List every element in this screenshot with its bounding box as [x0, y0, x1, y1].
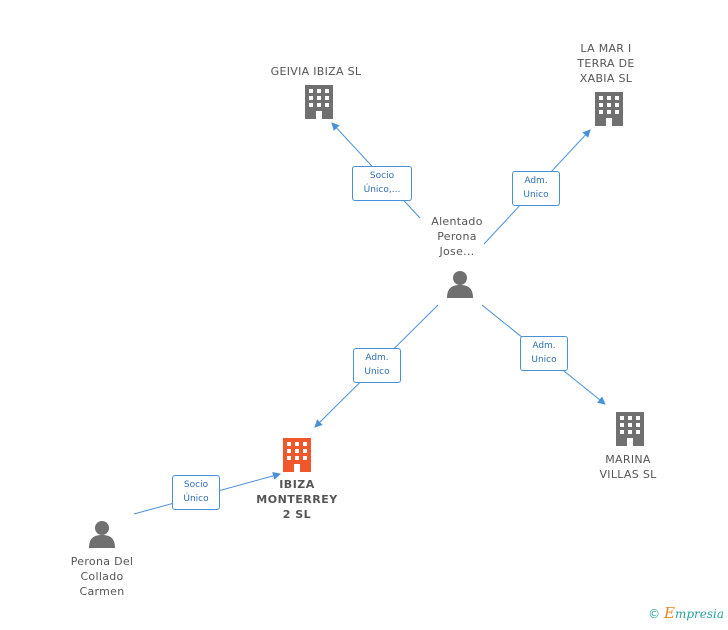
node-label-line: Collado	[80, 570, 124, 583]
node-label-alentado[interactable]: Alentado Perona Jose...	[417, 214, 497, 259]
node-label-line: IBIZA	[279, 478, 315, 491]
node-label-line: Perona Del	[70, 555, 134, 568]
edge-label-line: Adm.	[365, 353, 389, 363]
copyright-symbol: ©	[648, 607, 661, 621]
edge-label-adm-unico-marina[interactable]: Adm. Unico	[520, 336, 568, 371]
alentado-person-icon[interactable]	[447, 271, 473, 298]
node-label-line: XABIA SL	[579, 72, 633, 85]
perona-person-icon[interactable]	[89, 521, 115, 548]
marina-building-icon[interactable]	[616, 412, 644, 446]
edge-label-line: Socio	[183, 480, 209, 490]
node-label-perona[interactable]: Perona Del Collado Carmen	[52, 554, 152, 599]
node-label-ibiza[interactable]: IBIZA MONTERREY 2 SL	[247, 477, 347, 522]
node-label-line: MONTERREY	[256, 493, 338, 506]
edge-label-line: Único	[183, 494, 209, 504]
node-label-line: MARINA	[605, 453, 651, 466]
edge-label-line: Socio	[369, 171, 395, 181]
edge-label-line: Adm.	[532, 341, 556, 351]
edge-label-line: Unico	[523, 190, 549, 200]
edge-label-socio-unico-ibiza[interactable]: Socio Único	[172, 475, 220, 510]
edge-label-adm-unico-lamar[interactable]: Adm. Unico	[512, 171, 560, 206]
node-label-line: Carmen	[79, 585, 125, 598]
node-label-marina[interactable]: MARINA VILLAS SL	[588, 452, 668, 482]
node-label-line: GEIVIA IBIZA SL	[270, 65, 362, 78]
edge-label-line: Adm.	[524, 176, 548, 186]
node-label-line: 2 SL	[282, 508, 312, 521]
edge-label-line: Unico	[531, 355, 557, 365]
footer-brand: © Empresia	[648, 604, 724, 622]
geivia-building-icon[interactable]	[305, 85, 333, 119]
node-label-line: Jose...	[439, 245, 475, 258]
brand-initial: E	[663, 604, 675, 622]
lamar-building-icon[interactable]	[595, 92, 623, 126]
node-label-line: Perona	[437, 230, 477, 243]
brand-name: mpresia	[674, 607, 724, 621]
edge-label-line: Unico	[364, 367, 390, 377]
node-label-line: VILLAS SL	[599, 468, 657, 481]
edge-label-socio-unico-geivia[interactable]: Socio Único,...	[352, 166, 412, 201]
edge-label-line: Único,...	[363, 185, 401, 195]
node-label-line: TERRA DE	[577, 57, 635, 70]
ibiza-building-icon[interactable]	[283, 438, 311, 472]
node-label-lamar[interactable]: LA MAR I TERRA DE XABIA SL	[566, 41, 646, 86]
node-label-line: Alentado	[431, 215, 483, 228]
node-label-geivia[interactable]: GEIVIA IBIZA SL	[256, 64, 376, 79]
edge-label-adm-unico-ibiza[interactable]: Adm. Unico	[353, 348, 401, 383]
node-label-line: LA MAR I	[580, 42, 632, 55]
